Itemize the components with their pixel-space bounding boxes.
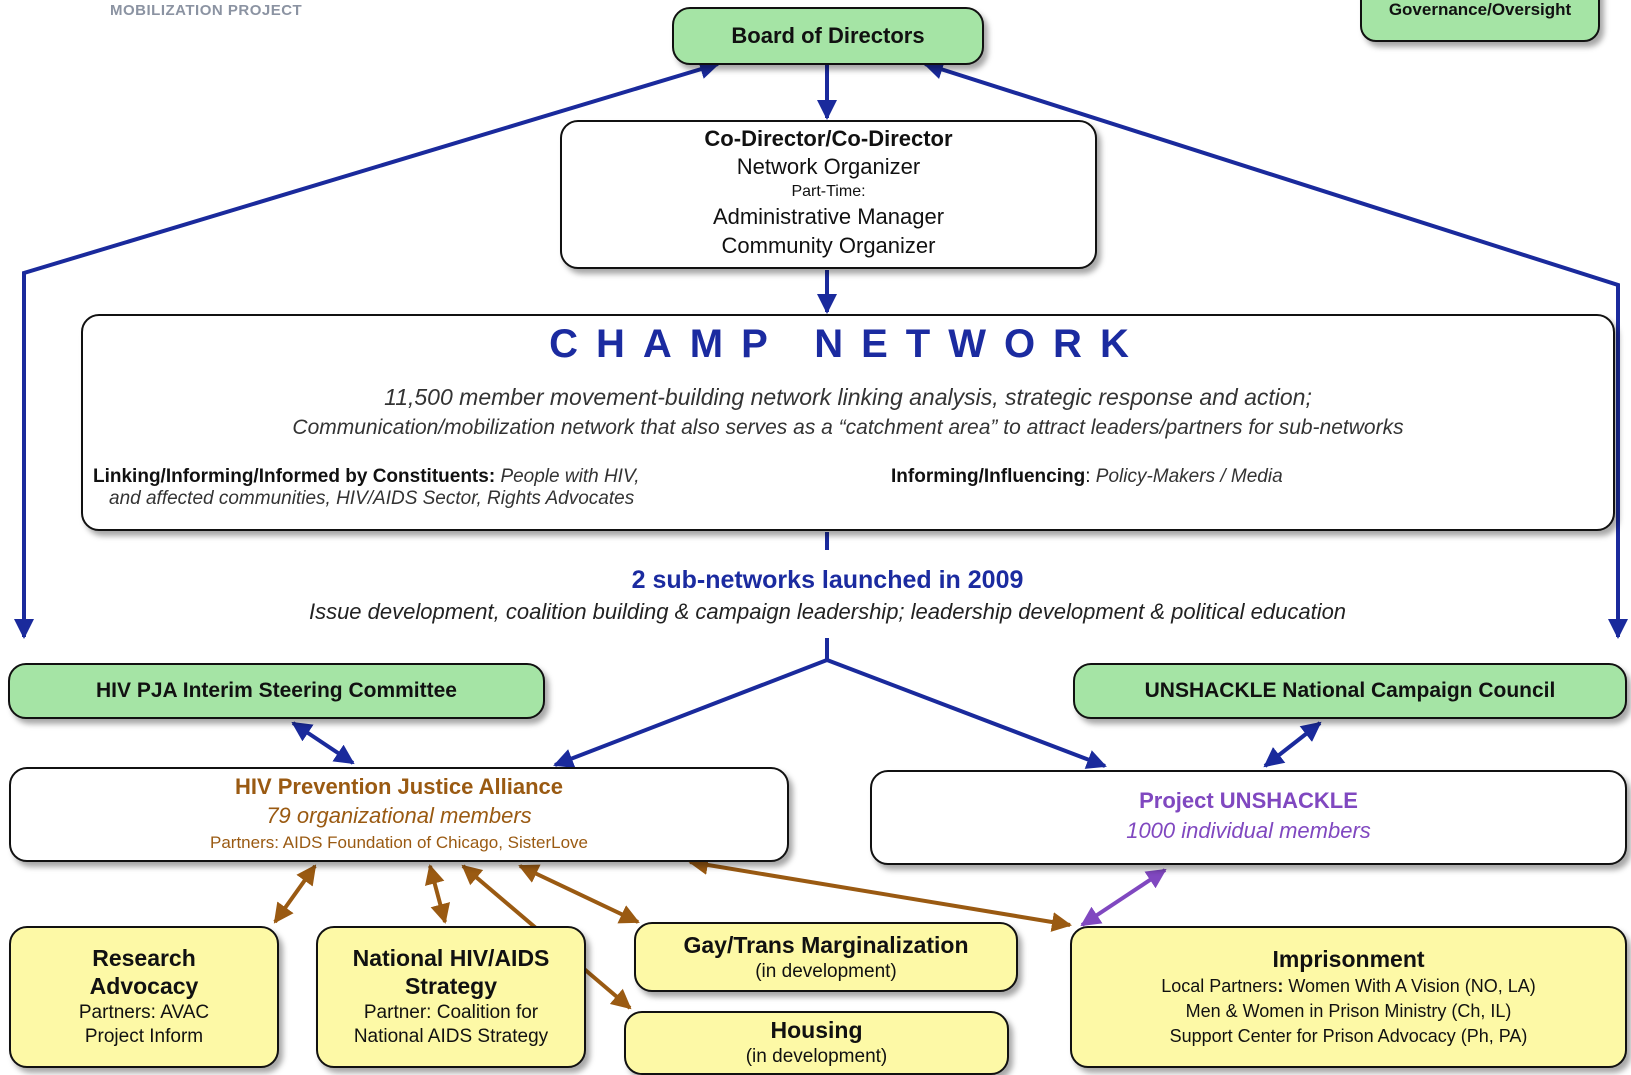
influencing-label: Informing/Influencing — [891, 466, 1086, 487]
arrow-board-to-unshackle-council — [923, 59, 1628, 639]
influencing-colon: : — [1085, 466, 1091, 487]
staff-title: Co-Director/Co-Director — [704, 126, 953, 151]
subnetworks-heading: 2 sub-networks launched in 2009 Issue de… — [0, 566, 1631, 625]
strategy-line2: National AIDS Strategy — [353, 1026, 549, 1047]
constituents-detail2: and affected communities, HIV/AIDS Secto… — [109, 488, 635, 509]
research-title2: Advocacy — [89, 973, 199, 999]
arrow-unshackle-council-to-unshackle — [1263, 721, 1322, 768]
arrow-board-to-pja-committee — [14, 59, 720, 639]
strategy-title1: National HIV/AIDS — [352, 945, 550, 971]
network-title: CHAMP NETWORK — [549, 322, 1147, 366]
gaytrans-sub: (in development) — [755, 961, 897, 982]
pja-box: HIV Prevention Justice Alliance 79 organ… — [9, 767, 789, 862]
strategy-title2: Strategy — [404, 973, 498, 999]
arrow-unshackle-to-imprisonment — [1080, 868, 1167, 927]
arrow-fork-to-unshackle — [826, 658, 1107, 769]
unshackle-box: Project UNSHACKLE 1000 individual member… — [870, 770, 1627, 865]
staff-line3: Administrative Manager — [712, 204, 945, 229]
constituents-detail1: People with HIV, — [500, 466, 640, 487]
imprisonment-box: Imprisonment Local Partners: Women With … — [1070, 926, 1627, 1068]
pja-committee-label: HIV PJA Interim Steering Committee — [96, 679, 457, 702]
gaytrans-box: Gay/Trans Marginalization (in developmen… — [634, 922, 1018, 992]
imprisonment-line1-colon: : — [1277, 976, 1284, 996]
research-advocacy-box: Research Advocacy Partners: AVAC Project… — [9, 926, 279, 1068]
strategy-line1: Partner: Coalition for — [363, 1002, 539, 1023]
board-label: Board of Directors — [731, 23, 925, 48]
arrow-fork-to-pja — [553, 658, 828, 768]
staff-line1: Network Organizer — [736, 154, 921, 179]
staff-line2: Part-Time: — [791, 183, 866, 200]
staff-box: Co-Director/Co-Director Network Organize… — [560, 120, 1097, 269]
pja-steering-committee: HIV PJA Interim Steering Committee — [8, 663, 545, 719]
network-desc1: 11,500 member movement-building network … — [384, 384, 1312, 410]
arrow-pja-to-strategy — [424, 864, 451, 924]
imprisonment-line1-label: Local Partners — [1161, 976, 1278, 996]
governance-label: Governance/Oversight — [1388, 0, 1572, 19]
research-line1: Partners: AVAC — [78, 1002, 210, 1023]
arrow-pja-to-gaytrans — [518, 864, 640, 924]
logo-tagline: MOBILIZATION PROJECT — [110, 2, 303, 19]
research-title1: Research — [92, 945, 196, 971]
imprisonment-title: Imprisonment — [1272, 946, 1425, 972]
arrow-pja-committee-to-pja — [291, 721, 355, 765]
pja-members: 79 organizational members — [266, 803, 532, 828]
subnetworks-desc: Issue development, coalition building & … — [308, 599, 1347, 624]
champ-logo: MOBILIZATION PROJECT — [110, 0, 400, 26]
pja-title: HIV Prevention Justice Alliance — [234, 774, 564, 799]
imprisonment-line1: Local Partners: Women With A Vision (NO,… — [1072, 974, 1625, 999]
arrow-pja-to-imprisonment — [688, 855, 1072, 932]
champ-network-box: CHAMP NETWORK 11,500 member movement-bui… — [81, 314, 1615, 531]
pja-partners: Partners: AIDS Foundation of Chicago, Si… — [210, 833, 588, 852]
constituents-text: Linking/Informing/Informed by Constituen… — [93, 466, 773, 510]
unshackle-council: UNSHACKLE National Campaign Council — [1073, 663, 1627, 719]
unshackle-council-label: UNSHACKLE National Campaign Council — [1144, 679, 1556, 702]
gaytrans-title: Gay/Trans Marginalization — [683, 932, 969, 958]
imprisonment-line3: Support Center for Prison Advocacy (Ph, … — [1169, 1026, 1528, 1046]
housing-sub: (in development) — [745, 1046, 888, 1067]
imprisonment-line2: Men & Women in Prison Ministry (Ch, IL) — [1185, 1001, 1512, 1021]
staff-line4: Community Organizer — [721, 233, 936, 258]
network-desc2: Communication/mobilization network that … — [292, 416, 1404, 439]
national-strategy-box: National HIV/AIDS Strategy Partner: Coal… — [316, 926, 586, 1068]
subnetworks-title: 2 sub-networks launched in 2009 — [631, 566, 1024, 594]
arrow-pja-to-research — [273, 864, 317, 924]
influencing-text: Informing/Influencing: Policy-Makers / M… — [891, 466, 1283, 488]
unshackle-title: Project UNSHACKLE — [1139, 788, 1358, 813]
board-of-directors: Board of Directors — [672, 7, 984, 65]
governance-legend: Governance/Oversight — [1360, 0, 1600, 42]
housing-title: Housing — [770, 1017, 863, 1043]
constituents-label: Linking/Informing/Informed by Constituen… — [93, 466, 496, 487]
research-line2: Project Inform — [84, 1026, 204, 1047]
housing-box: Housing (in development) — [624, 1011, 1009, 1075]
imprisonment-line1-partner: Women With A Vision (NO, LA) — [1283, 976, 1536, 996]
influencing-detail: Policy-Makers / Media — [1095, 466, 1283, 487]
unshackle-members: 1000 individual members — [1126, 818, 1371, 843]
